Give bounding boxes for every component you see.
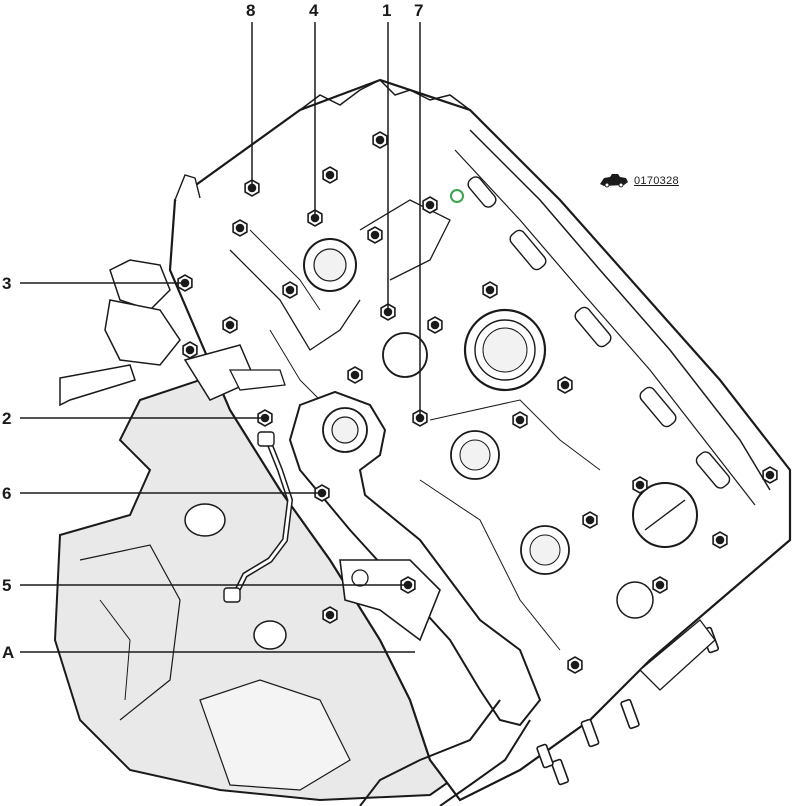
callout-label-1: 1 bbox=[382, 1, 392, 20]
callout-label-2: 2 bbox=[2, 409, 12, 428]
bolt-center bbox=[325, 170, 335, 180]
bolt-center bbox=[425, 200, 435, 210]
callout-label-4: 4 bbox=[309, 1, 319, 20]
callout-label-7: 7 bbox=[414, 1, 424, 20]
engine-icon bbox=[600, 174, 628, 188]
leader-lines bbox=[20, 22, 421, 653]
callout-label-a: A bbox=[2, 643, 15, 662]
bolt-center bbox=[655, 580, 665, 590]
bolt-center bbox=[370, 230, 380, 240]
bolt-center bbox=[185, 345, 195, 355]
callout-label-8: 8 bbox=[246, 1, 256, 20]
bolt-center bbox=[585, 515, 595, 525]
bolt-center bbox=[560, 380, 570, 390]
bolt-center bbox=[430, 320, 440, 330]
bolt-heads bbox=[177, 131, 778, 674]
callout-label-5: 5 bbox=[2, 576, 12, 595]
bolt-center bbox=[350, 370, 360, 380]
bolt-center bbox=[515, 415, 525, 425]
bolt-center bbox=[570, 660, 580, 670]
bolt-center bbox=[225, 320, 235, 330]
bolt-center bbox=[325, 610, 335, 620]
bolt-center bbox=[765, 470, 775, 480]
bolt-center bbox=[375, 135, 385, 145]
figure-reference-code: 0170328 bbox=[634, 175, 679, 187]
callout-label-6: 6 bbox=[2, 484, 12, 503]
bolt-center bbox=[635, 480, 645, 490]
bolt-center bbox=[715, 535, 725, 545]
bolt-center bbox=[285, 285, 295, 295]
callout-label-3: 3 bbox=[2, 274, 12, 293]
bolt-center bbox=[235, 223, 245, 233]
oil-pipe bbox=[288, 390, 542, 727]
bolt-center bbox=[485, 285, 495, 295]
